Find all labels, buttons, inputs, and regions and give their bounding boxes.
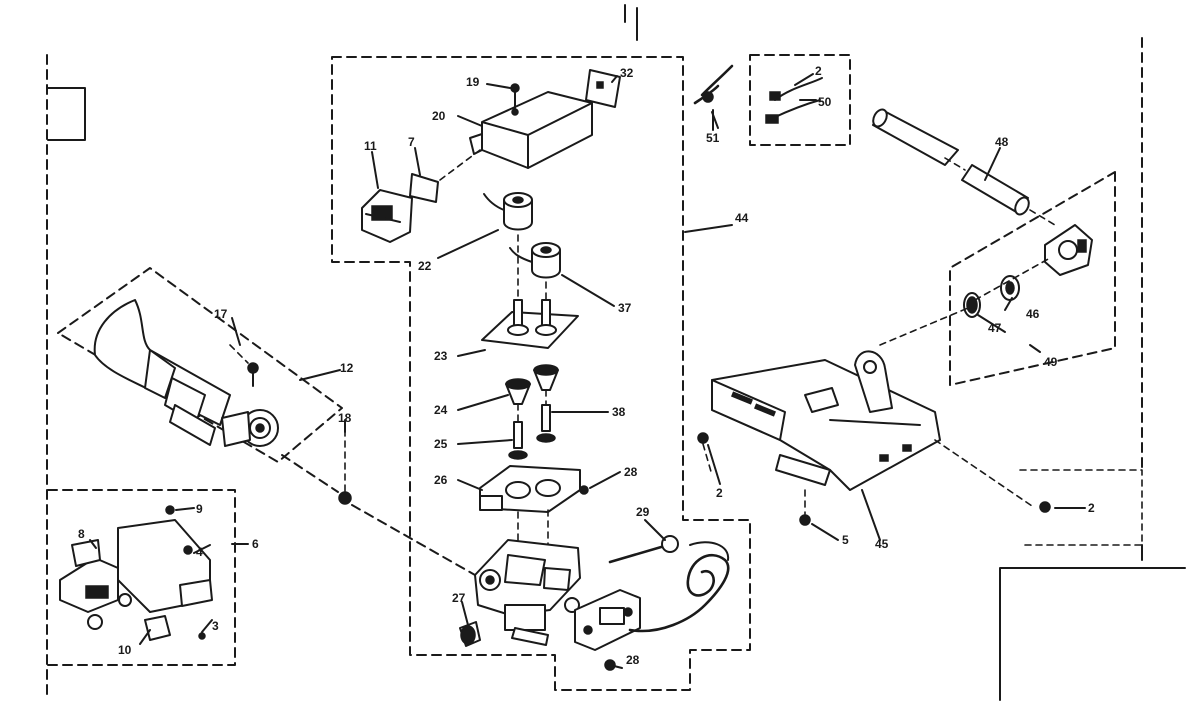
label-45: 45 <box>875 537 889 551</box>
pilot-assembly-box-12 <box>57 267 343 463</box>
coil-wire <box>628 541 730 633</box>
plug-27 <box>459 621 481 647</box>
label-51: 51 <box>706 131 720 145</box>
label-25: 25 <box>434 437 448 451</box>
label-44: 44 <box>735 211 749 225</box>
label-2-right: 2 <box>1088 501 1095 515</box>
screw-2-left <box>697 432 709 444</box>
label-6: 6 <box>252 537 259 551</box>
label-3: 3 <box>212 619 219 633</box>
label-26: 26 <box>434 473 448 487</box>
central-assembly-boundary <box>331 56 751 691</box>
label-19: 19 <box>466 75 480 89</box>
label-47: 47 <box>988 321 1002 335</box>
label-18: 18 <box>338 411 352 425</box>
washer-46 <box>1000 275 1020 301</box>
screw-28-lower <box>604 659 616 671</box>
label-9: 9 <box>196 502 203 516</box>
housing-20 <box>469 91 593 169</box>
label-24: 24 <box>434 403 448 417</box>
screw-19 <box>510 83 520 116</box>
label-50: 50 <box>818 95 832 109</box>
screw-28-upper <box>579 485 589 495</box>
seal-47 <box>963 292 981 318</box>
part-number-labels: 2 50 51 48 44 19 32 20 11 7 22 37 23 24 … <box>78 64 1095 667</box>
valve-body <box>1044 224 1093 276</box>
label-7: 7 <box>408 135 415 149</box>
igniter-block <box>574 589 641 651</box>
screw-17 <box>247 362 259 387</box>
plate-32 <box>585 69 621 108</box>
label-28-upper: 28 <box>624 465 638 479</box>
diaphragm-24 <box>505 364 559 405</box>
label-29: 29 <box>636 505 650 519</box>
screw-5 <box>799 514 811 526</box>
screw-2-right <box>1039 501 1051 513</box>
clip-7 <box>409 173 439 203</box>
label-2-mid: 2 <box>716 486 723 500</box>
label-17: 17 <box>214 307 228 321</box>
label-22: 22 <box>418 259 432 273</box>
coil-22 <box>483 192 533 231</box>
label-48: 48 <box>995 135 1009 149</box>
label-12: 12 <box>340 361 354 375</box>
ignitor-assembly <box>59 505 213 641</box>
label-37: 37 <box>618 301 632 315</box>
wire-clip-box <box>749 54 851 146</box>
coil-37 <box>509 242 561 279</box>
frame-lines <box>46 4 1186 701</box>
plate-23 <box>481 299 579 349</box>
label-46: 46 <box>1026 307 1040 321</box>
label-23: 23 <box>434 349 448 363</box>
washer-18 <box>338 491 352 505</box>
label-5: 5 <box>842 533 849 547</box>
valve-kit-box-49 <box>949 171 1116 386</box>
wire-clip <box>765 77 823 124</box>
rod-29 <box>608 535 679 564</box>
valve-body-main <box>474 539 581 646</box>
leader-lines <box>89 73 1086 669</box>
pilot-burner <box>93 299 279 447</box>
label-8: 8 <box>78 527 85 541</box>
ignitor-box-6 <box>47 489 236 666</box>
label-32: 32 <box>620 66 634 80</box>
pin-38 <box>536 404 556 443</box>
label-11: 11 <box>364 139 377 153</box>
mounting-bracket-45 <box>711 350 941 491</box>
wire-spring-51 <box>693 64 734 131</box>
label-27: 27 <box>452 591 466 605</box>
label-10: 10 <box>118 643 132 657</box>
label-20: 20 <box>432 109 446 123</box>
gasket-26 <box>479 465 581 513</box>
label-2-top: 2 <box>815 64 822 78</box>
label-38: 38 <box>612 405 626 419</box>
switch-11 <box>361 189 413 243</box>
pin-25 <box>508 421 528 460</box>
tube-48 <box>872 108 1056 226</box>
label-49: 49 <box>1044 355 1058 369</box>
label-4: 4 <box>196 545 203 559</box>
label-28-lower: 28 <box>626 653 640 667</box>
